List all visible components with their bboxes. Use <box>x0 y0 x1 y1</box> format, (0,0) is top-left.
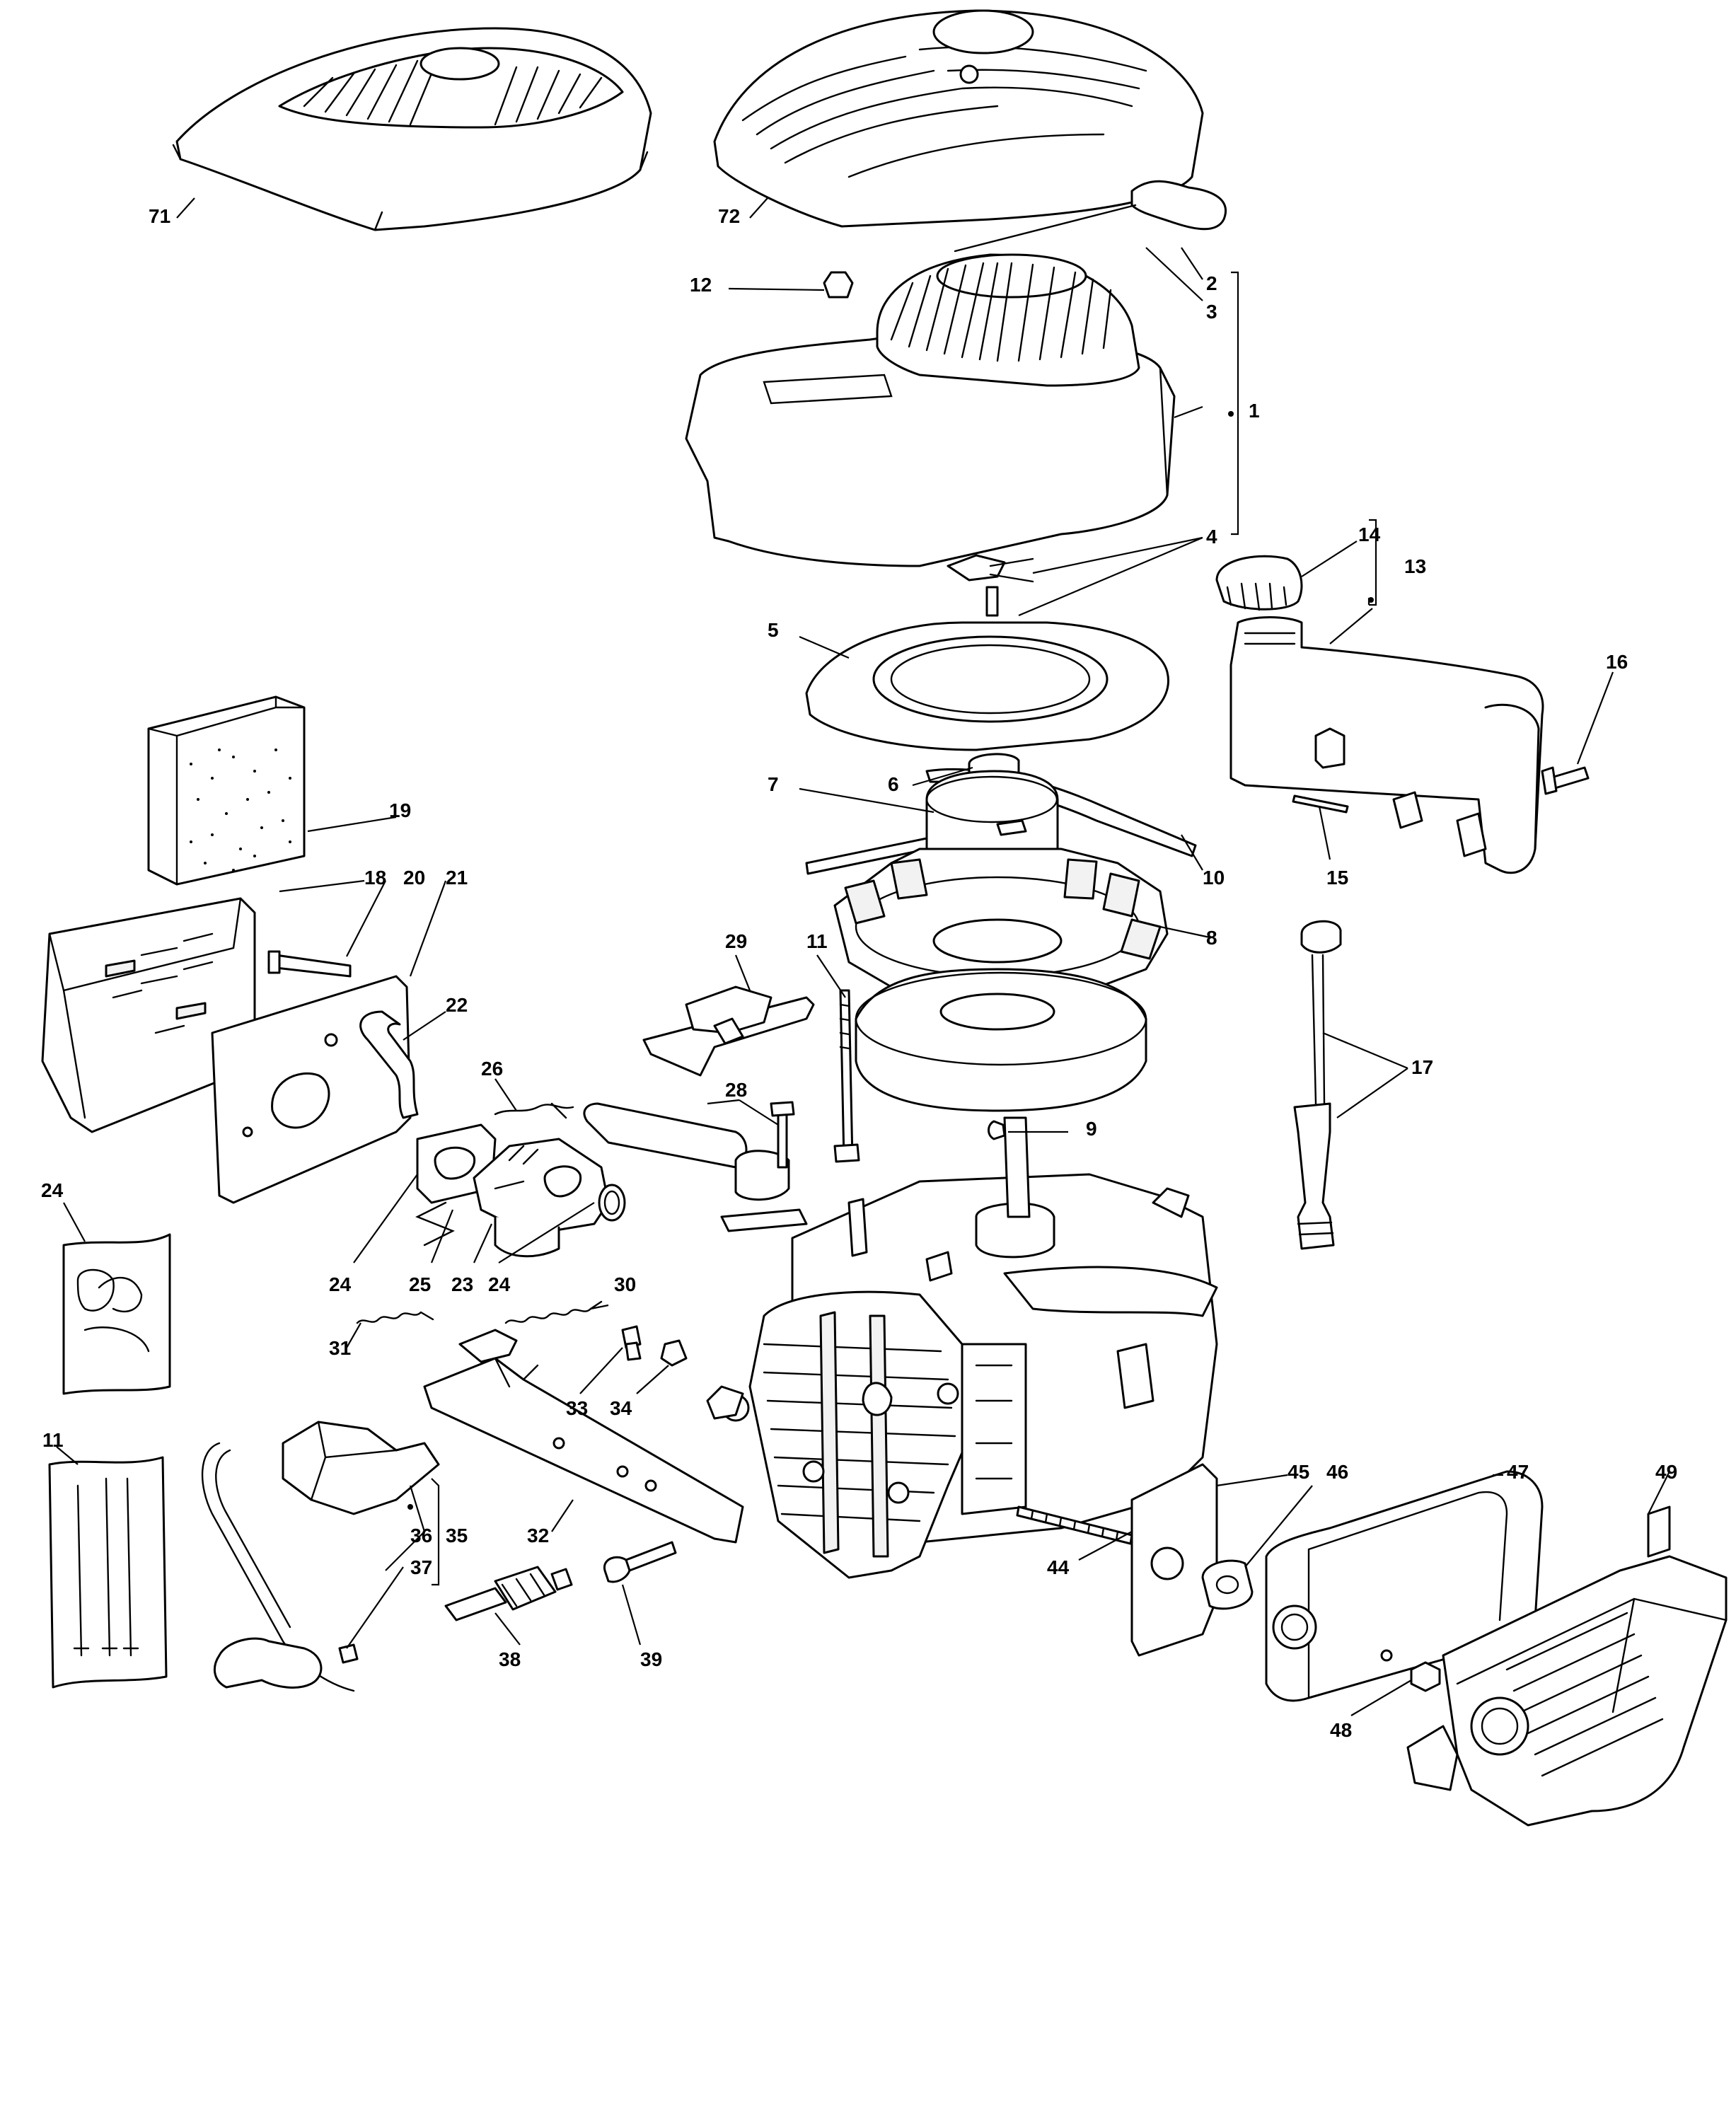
label-20: 20 <box>403 867 425 889</box>
part-11-bolts-bag <box>48 1456 168 1689</box>
part-24-gasket-set-bag <box>62 1233 171 1395</box>
part-1-recoil-starter-housing <box>685 253 1176 567</box>
part-71-engine-cover <box>172 27 652 231</box>
label-19: 19 <box>389 799 411 821</box>
part-31-spring <box>356 1311 434 1324</box>
part-17-dipstick <box>1293 920 1342 1250</box>
part-30-governor-spring <box>504 1300 603 1324</box>
label-12: 12 <box>690 274 712 296</box>
engine-block <box>706 1116 1218 1579</box>
part-5-flywheel-gasket-plate <box>805 621 1169 751</box>
part-39-bolt <box>603 1541 677 1583</box>
label-4: 4 <box>1206 526 1217 548</box>
label-48: 48 <box>1330 1719 1352 1741</box>
part-14-fuel-cap <box>1215 555 1303 611</box>
label-32: 32 <box>527 1525 549 1546</box>
part-8-flywheel <box>833 848 1169 1112</box>
part-33-screw <box>621 1325 642 1361</box>
part-49-muffler-guard <box>1406 1505 1728 1827</box>
part-46-exhaust-flange <box>1201 1559 1254 1610</box>
label-24-gasket: 24 <box>329 1273 352 1295</box>
part-19-air-filter-foam <box>147 695 306 886</box>
label-1: 1 <box>1249 400 1260 422</box>
label-38: 38 <box>499 1648 521 1670</box>
label-46: 46 <box>1326 1461 1348 1483</box>
label-16: 16 <box>1606 651 1628 673</box>
label-22: 22 <box>446 994 468 1016</box>
label-23: 23 <box>451 1273 473 1295</box>
part-12-nut <box>823 271 854 299</box>
part-45-exhaust-gasket <box>1130 1463 1218 1657</box>
label-21: 21 <box>446 867 468 889</box>
label-17: 17 <box>1411 1056 1433 1078</box>
part-35-ignition-coil <box>201 1421 440 1692</box>
label-5: 5 <box>768 619 779 641</box>
label-2: 2 <box>1206 272 1217 294</box>
label-6: 6 <box>888 773 899 795</box>
part-32-control-bracket <box>423 1329 744 1544</box>
label-25: 25 <box>409 1273 431 1295</box>
label-35: 35 <box>446 1525 468 1546</box>
part-11-ignition-bolt <box>833 989 860 1163</box>
label-34: 34 <box>610 1397 632 1419</box>
label-9: 9 <box>1086 1118 1097 1140</box>
part-38-spark-plug <box>444 1566 573 1621</box>
label-29: 29 <box>725 930 747 952</box>
label-11: 11 <box>806 930 828 952</box>
part-44-exhaust-stud <box>1016 1505 1133 1545</box>
label-71: 71 <box>149 205 170 227</box>
part-37-spark-plug-boot <box>213 1637 359 1689</box>
label-72: 72 <box>718 205 740 227</box>
part-23-carburetor <box>415 1138 610 1258</box>
part-18-air-filter-cover <box>41 897 352 1133</box>
label-30: 30 <box>614 1273 636 1295</box>
part-9-flywheel-key <box>988 1120 1006 1140</box>
label-49: 49 <box>1655 1461 1677 1483</box>
part-16-bolt <box>1541 766 1590 795</box>
label-10: 10 <box>1203 867 1225 889</box>
part-34-clip <box>660 1339 688 1367</box>
label-7: 7 <box>768 773 779 795</box>
part-48-nut <box>1410 1661 1441 1692</box>
label-37: 37 <box>410 1556 432 1578</box>
label-31: 31 <box>329 1337 351 1359</box>
part-28-intake-manifold <box>583 1101 808 1232</box>
part-2-3-starter-handle-rope <box>954 180 1227 253</box>
part-13-fuel-tank <box>1229 616 1544 874</box>
part-26-spring <box>494 1102 574 1119</box>
label-39: 39 <box>640 1648 662 1670</box>
label-13: 13 <box>1404 555 1426 577</box>
callout-labels: 71 72 2 3 12 1 4 14 13 5 16 7 6 19 10 15… <box>41 205 1677 1741</box>
label-33: 33 <box>566 1397 588 1419</box>
label-36: 36 <box>410 1525 432 1546</box>
part-24-o-ring <box>598 1184 626 1222</box>
leader-lines <box>56 197 1670 1716</box>
label-8: 8 <box>1206 927 1217 949</box>
label-28: 28 <box>725 1079 747 1101</box>
part-15-pin <box>1292 794 1349 814</box>
part-4-starter-ratchet <box>947 554 1034 617</box>
label-47: 47 <box>1507 1461 1529 1483</box>
label-24-oring: 24 <box>488 1273 511 1295</box>
part-22-breather-tube <box>359 1010 419 1119</box>
label-44: 44 <box>1047 1556 1070 1578</box>
label-11-bag: 11 <box>42 1429 64 1451</box>
label-18: 18 <box>364 867 386 889</box>
label-24-bag: 24 <box>41 1179 64 1201</box>
part-29-throttle-bracket <box>642 985 815 1077</box>
part-72-shroud-cover <box>713 9 1204 228</box>
part-21-air-filter-base <box>211 975 412 1204</box>
label-14: 14 <box>1358 524 1381 545</box>
label-45: 45 <box>1287 1461 1309 1483</box>
label-3: 3 <box>1206 301 1217 323</box>
label-26: 26 <box>481 1058 503 1080</box>
label-15: 15 <box>1326 867 1348 889</box>
